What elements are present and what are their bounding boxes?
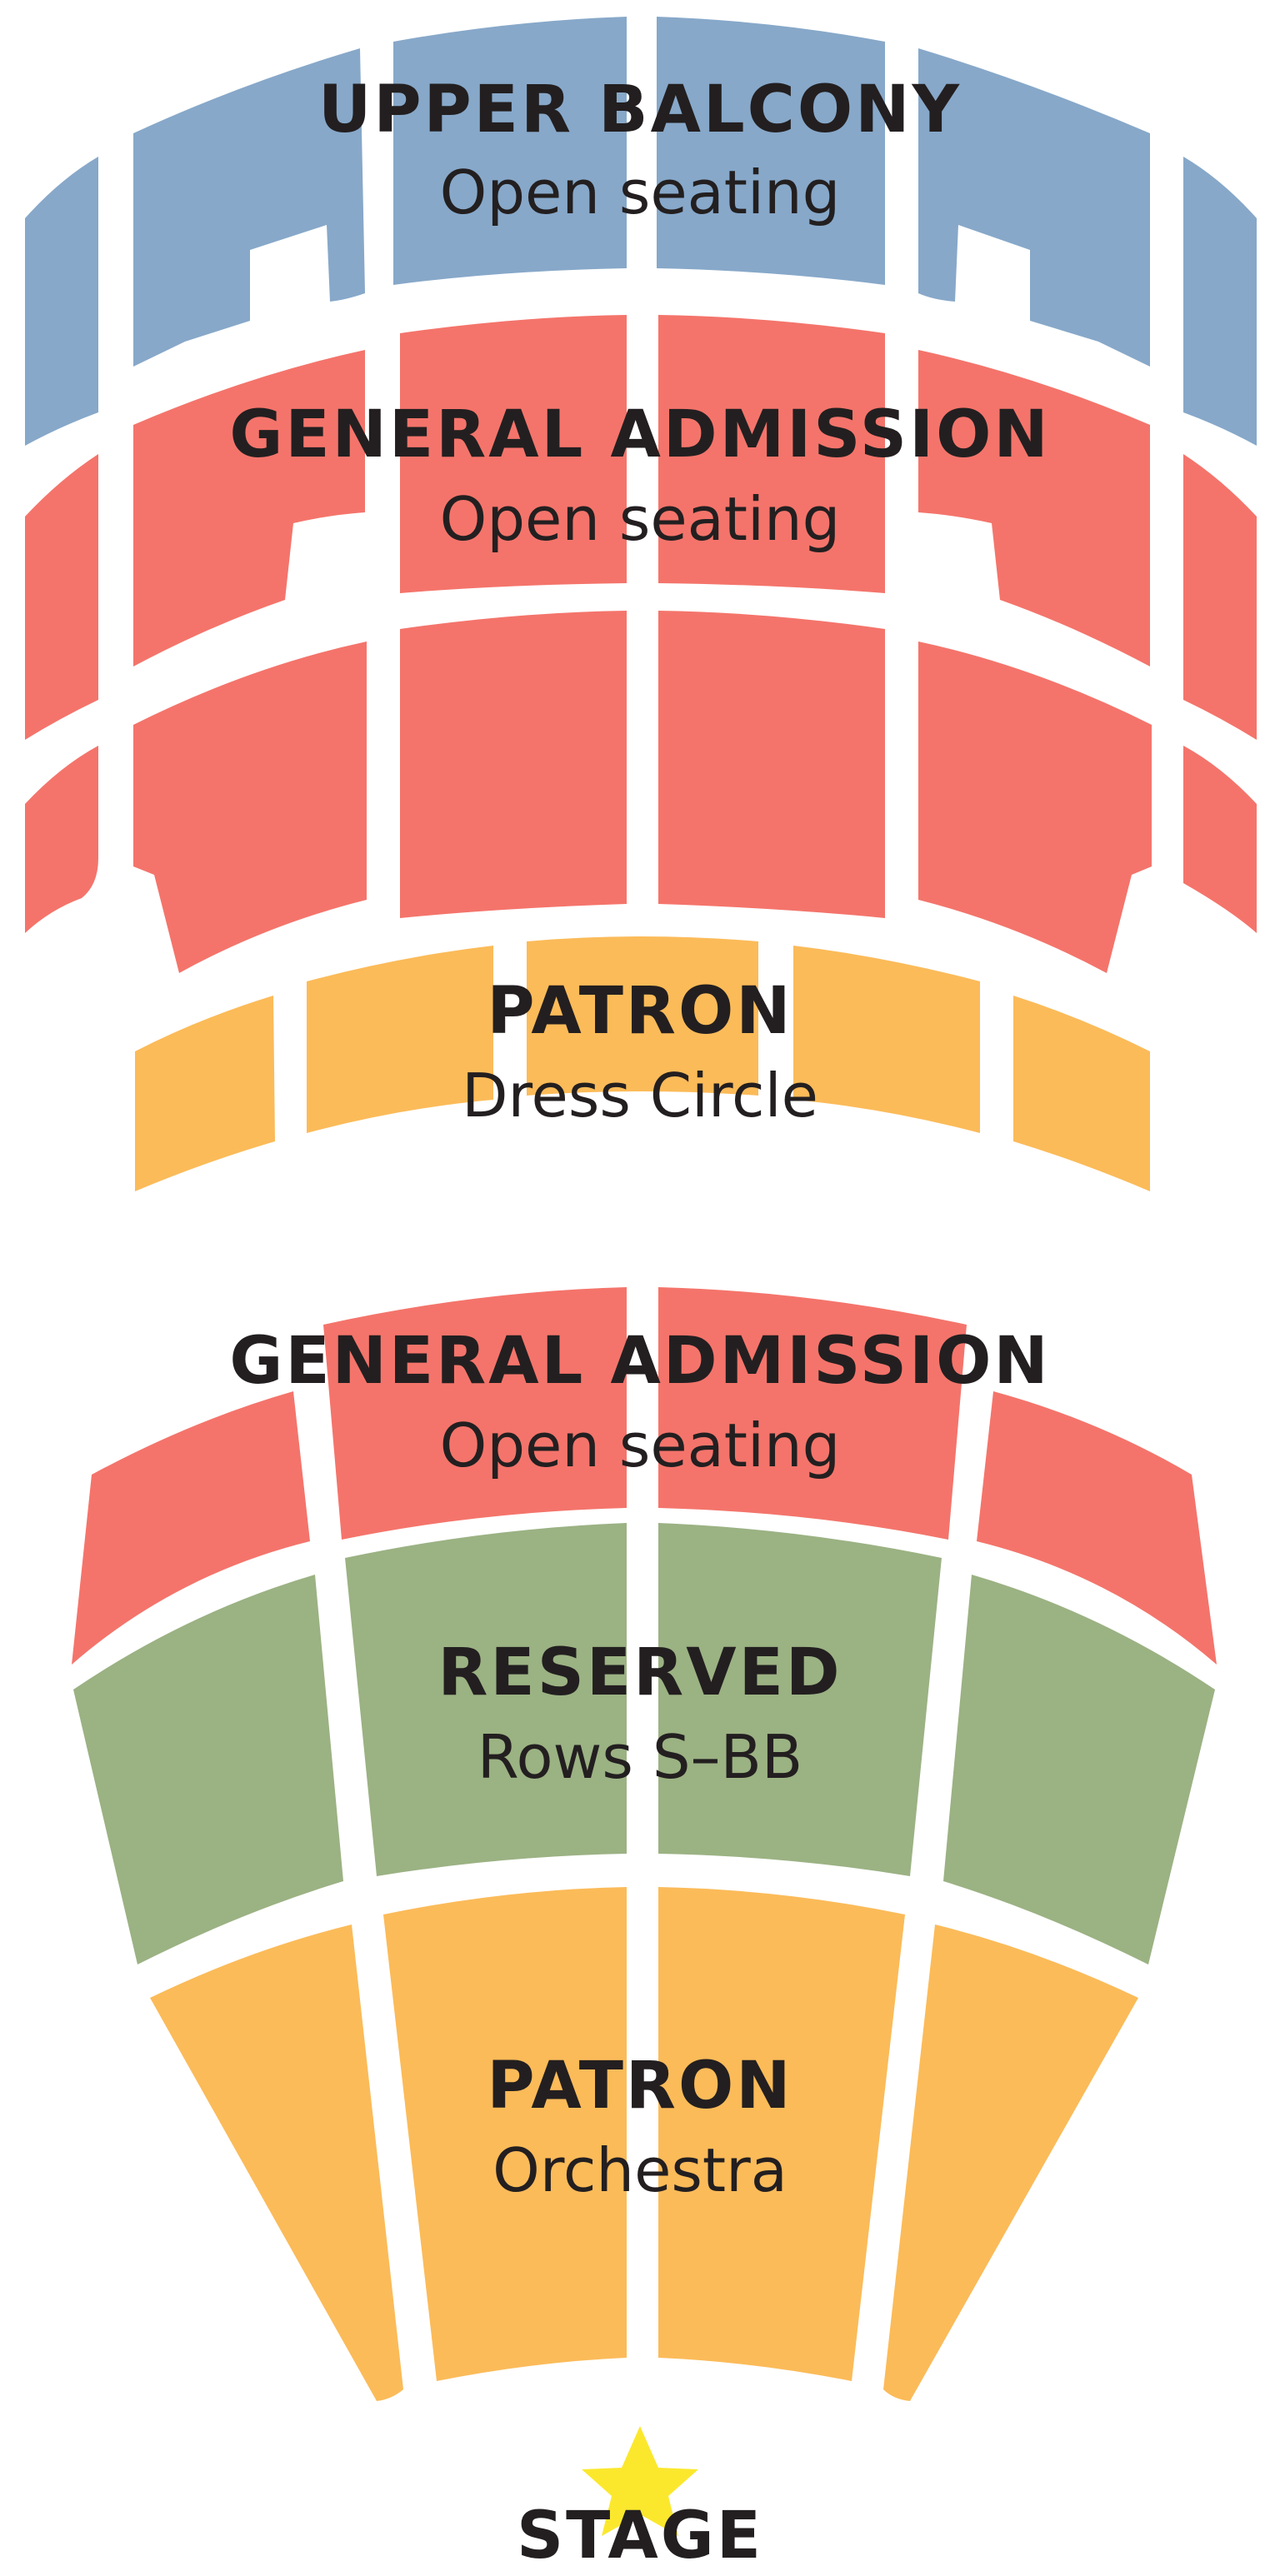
ga-upper-section-left-2[interactable] (133, 642, 367, 973)
ga-upper-section-far-left[interactable] (25, 454, 98, 740)
dress-circle-section-left[interactable] (307, 946, 493, 1133)
upper-balcony-section-right[interactable] (918, 48, 1150, 367)
ga-lower-title: GENERAL ADMISSION (229, 1324, 1050, 1399)
reserved-subtitle: Rows S–BB (478, 1722, 803, 1792)
dress-circle-section-far-right[interactable] (1013, 996, 1150, 1191)
zone-label-patron-orchestra: PATRON Orchestra (487, 2049, 792, 2205)
ga-upper-subtitle: Open seating (440, 484, 841, 554)
upper-balcony-section-far-left[interactable] (25, 157, 98, 446)
patron-orchestra-sections[interactable] (150, 1887, 1138, 2401)
zone-label-upper-balcony: UPPER BALCONY Open seating (318, 72, 962, 227)
upper-balcony-sections[interactable] (25, 17, 1257, 446)
reserved-sections[interactable] (73, 1523, 1215, 1964)
ga-upper-section-far-right[interactable] (1183, 454, 1257, 740)
ga-lower-subtitle: Open seating (440, 1410, 841, 1480)
zone-label-patron-dress-circle: PATRON Dress Circle (462, 974, 818, 1131)
ga-lower-section-center-left[interactable] (323, 1287, 627, 1540)
star-icon (582, 2426, 698, 2536)
dress-circle-section-right[interactable] (793, 946, 980, 1133)
patron-orchestra-subtitle: Orchestra (492, 2135, 788, 2205)
patron-dress-title: PATRON (487, 974, 792, 1049)
dress-circle-section-far-left[interactable] (135, 996, 275, 1191)
orchestra-section-center-right[interactable] (658, 1887, 905, 2381)
ga-upper-section-center-left[interactable] (400, 315, 627, 593)
ga-lower-sections[interactable] (72, 1287, 1217, 1665)
stage-label: STAGE (517, 2499, 763, 2574)
dress-circle-section-center[interactable] (527, 936, 758, 1096)
ga-upper-section-left[interactable] (133, 350, 365, 666)
stage-marker: STAGE (517, 2426, 763, 2574)
ga-upper-section-center-right-2[interactable] (658, 611, 885, 918)
ga-upper-section-far-right-2[interactable] (1183, 746, 1257, 933)
ga-lower-section-center-right[interactable] (658, 1287, 967, 1540)
ga-upper-section-right[interactable] (918, 350, 1150, 666)
ga-upper-sections[interactable] (25, 315, 1257, 973)
upper-balcony-section-center-right[interactable] (657, 17, 885, 285)
upper-balcony-section-far-right[interactable] (1183, 157, 1257, 446)
upper-balcony-title: UPPER BALCONY (318, 72, 962, 147)
upper-balcony-subtitle: Open seating (440, 157, 841, 227)
ga-upper-section-center-right[interactable] (658, 315, 885, 593)
zone-label-general-admission-upper: GENERAL ADMISSION Open seating (229, 397, 1050, 554)
orchestra-section-far-left[interactable] (150, 1925, 403, 2401)
zone-label-general-admission-lower: GENERAL ADMISSION Open seating (229, 1324, 1050, 1480)
patron-orchestra-title: PATRON (487, 2049, 792, 2124)
ga-upper-section-center-left-2[interactable] (400, 611, 627, 918)
patron-dress-sections[interactable] (135, 936, 1150, 1191)
ga-lower-section-far-left[interactable] (72, 1391, 310, 1665)
zone-label-reserved: RESERVED Rows S–BB (438, 1635, 842, 1792)
ga-upper-section-right-2[interactable] (918, 642, 1152, 973)
ga-upper-section-far-left-2[interactable] (25, 746, 98, 933)
reserved-section-far-right[interactable] (943, 1575, 1215, 1964)
orchestra-section-center-left[interactable] (383, 1887, 627, 2381)
reserved-title: RESERVED (438, 1635, 842, 1710)
orchestra-section-far-right[interactable] (883, 1925, 1138, 2401)
ga-lower-section-far-right[interactable] (977, 1391, 1217, 1665)
upper-balcony-section-center-left[interactable] (393, 17, 627, 285)
ga-upper-title: GENERAL ADMISSION (229, 397, 1050, 472)
reserved-section-far-left[interactable] (73, 1575, 343, 1964)
reserved-section-center-right[interactable] (658, 1523, 942, 1876)
reserved-section-center-left[interactable] (345, 1523, 627, 1876)
patron-dress-subtitle: Dress Circle (462, 1061, 818, 1131)
upper-balcony-section-left[interactable] (133, 48, 365, 367)
